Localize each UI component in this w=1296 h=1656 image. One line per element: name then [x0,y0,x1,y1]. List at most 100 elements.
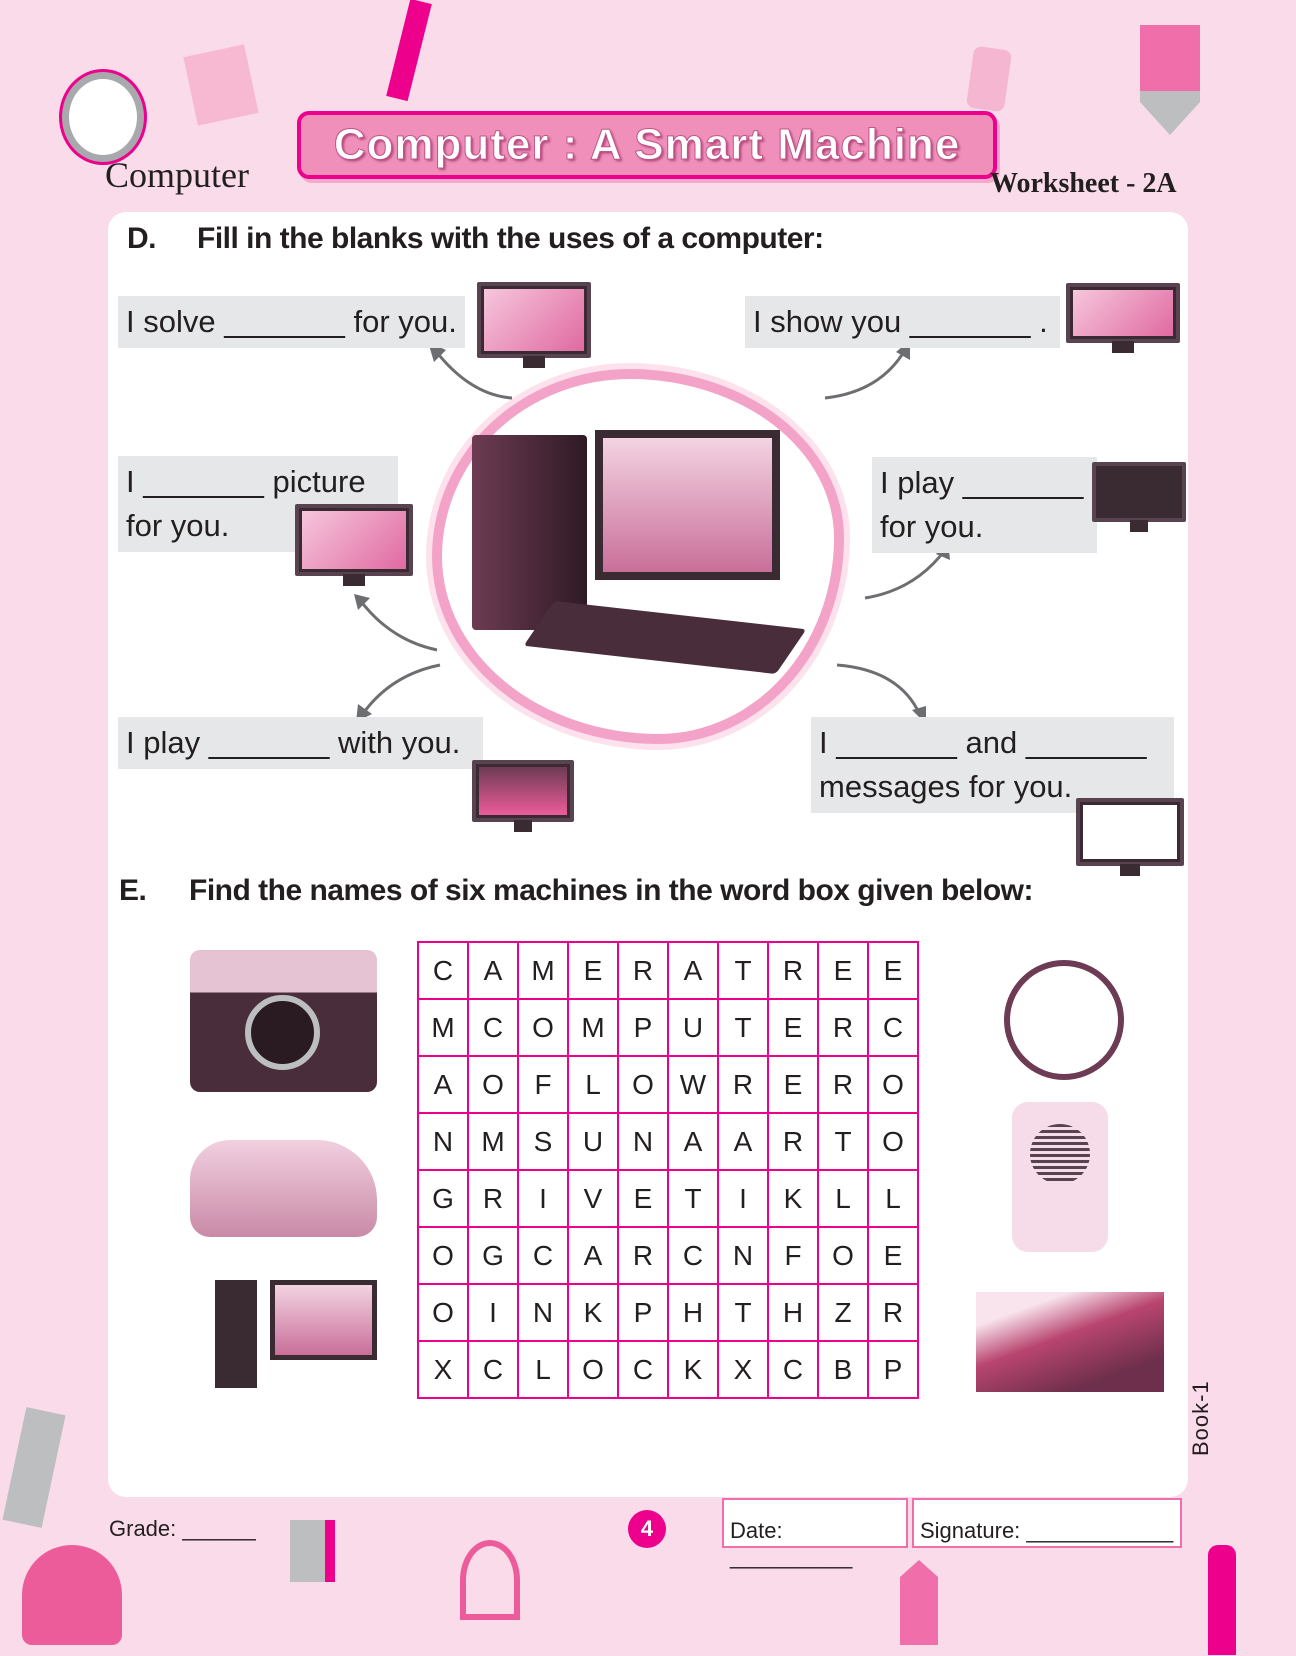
grid-cell[interactable]: R [767,1112,819,1171]
grid-cell[interactable]: C [467,1340,519,1399]
grid-cell[interactable]: U [567,1112,619,1171]
grid-cell[interactable]: R [617,1226,669,1285]
grid-cell[interactable]: C [467,998,519,1057]
monitor-email-image [1076,798,1184,876]
grid-cell[interactable]: L [567,1055,619,1114]
grid-cell[interactable]: M [417,998,469,1057]
grid-cell[interactable]: O [617,1055,669,1114]
grid-cell[interactable]: G [467,1226,519,1285]
date-field[interactable]: Date: __________ [722,1498,908,1569]
computer-image [215,1280,257,1388]
grid-cell[interactable]: E [867,1226,919,1285]
grid-cell[interactable]: A [467,941,519,1000]
grid-cell[interactable]: A [417,1055,469,1114]
grade-field[interactable]: Grade: ______ [109,1516,256,1541]
grid-cell[interactable]: T [717,1283,769,1342]
grid-cell[interactable]: R [767,941,819,1000]
monitor-calculation-image [477,282,591,368]
grid-cell[interactable]: U [667,998,719,1057]
grid-cell[interactable]: A [667,941,719,1000]
arrow-icon [836,663,922,716]
grid-cell[interactable]: P [617,998,669,1057]
grid-cell[interactable]: C [517,1226,569,1285]
grid-cell[interactable]: P [867,1340,919,1399]
grid-cell[interactable]: I [467,1283,519,1342]
grid-cell[interactable]: E [867,941,919,1000]
grid-cell[interactable]: N [417,1112,469,1171]
grid-cell[interactable]: E [767,1055,819,1114]
grid-cell[interactable]: A [567,1226,619,1285]
grid-cell[interactable]: N [717,1226,769,1285]
grid-cell[interactable]: O [417,1226,469,1285]
camera-image [190,950,377,1092]
grid-cell[interactable]: Z [817,1283,869,1342]
grid-cell[interactable]: G [417,1169,469,1228]
grid-cell[interactable]: H [767,1283,819,1342]
section-d-heading: D.Fill in the blanks with the uses of a … [127,222,824,256]
grid-cell[interactable]: C [867,998,919,1057]
grid-cell[interactable]: O [467,1055,519,1114]
arrow-icon [824,349,907,400]
grid-cell[interactable]: L [867,1169,919,1228]
grid-cell[interactable]: P [617,1283,669,1342]
grid-cell[interactable]: O [867,1112,919,1171]
grid-cell[interactable]: M [517,941,569,1000]
grid-cell[interactable]: R [817,998,869,1057]
grid-cell[interactable]: K [567,1283,619,1342]
arrow-icon [360,663,441,716]
grid-cell[interactable]: C [417,941,469,1000]
grid-cell[interactable]: K [767,1169,819,1228]
grid-cell[interactable]: I [517,1169,569,1228]
grid-cell[interactable]: A [717,1112,769,1171]
grid-cell[interactable]: H [667,1283,719,1342]
page-number: 4 [628,1510,666,1548]
grid-cell[interactable]: R [467,1169,519,1228]
grid-cell[interactable]: S [517,1112,569,1171]
grid-cell[interactable]: E [567,941,619,1000]
grid-cell[interactable]: O [567,1340,619,1399]
grid-cell[interactable]: E [817,941,869,1000]
grid-cell[interactable]: T [667,1169,719,1228]
grid-cell[interactable]: L [817,1169,869,1228]
section-e-letter: E. [119,874,147,907]
grid-cell[interactable]: X [717,1340,769,1399]
grid-cell[interactable]: B [817,1340,869,1399]
grid-cell[interactable]: K [667,1340,719,1399]
signature-field[interactable]: Signature: ____________ [912,1498,1182,1548]
grid-cell[interactable]: N [517,1283,569,1342]
grid-cell[interactable]: O [417,1283,469,1342]
monitor-paint-image [295,504,413,586]
grid-cell[interactable]: O [867,1055,919,1114]
grid-cell[interactable]: I [717,1169,769,1228]
grid-cell[interactable]: M [567,998,619,1057]
grid-cell[interactable]: O [517,998,569,1057]
grid-cell[interactable]: C [617,1340,669,1399]
grid-cell[interactable]: N [617,1112,669,1171]
grid-cell[interactable]: A [667,1112,719,1171]
grid-cell[interactable]: F [767,1226,819,1285]
grid-cell[interactable]: C [767,1340,819,1399]
grid-cell[interactable]: R [817,1055,869,1114]
alarm-clock-illustration [62,72,144,162]
grid-cell[interactable]: R [617,941,669,1000]
grid-cell[interactable]: T [717,941,769,1000]
grid-cell[interactable]: T [817,1112,869,1171]
grid-cell[interactable]: T [717,998,769,1057]
grid-cell[interactable]: R [867,1283,919,1342]
grid-cell[interactable]: E [767,998,819,1057]
grid-cell[interactable]: F [517,1055,569,1114]
grid-cell[interactable]: C [667,1226,719,1285]
computer-monitor-image [270,1280,377,1360]
grid-cell[interactable]: X [417,1340,469,1399]
grid-cell[interactable]: O [817,1226,869,1285]
grid-cell[interactable]: E [617,1169,669,1228]
grid-cell[interactable]: L [517,1340,569,1399]
grid-cell[interactable]: M [467,1112,519,1171]
grid-cell[interactable]: V [567,1169,619,1228]
grid-cell[interactable]: W [667,1055,719,1114]
wall-clock-image [1004,960,1124,1080]
car-image [190,1140,377,1237]
grid-cell[interactable]: R [717,1055,769,1114]
